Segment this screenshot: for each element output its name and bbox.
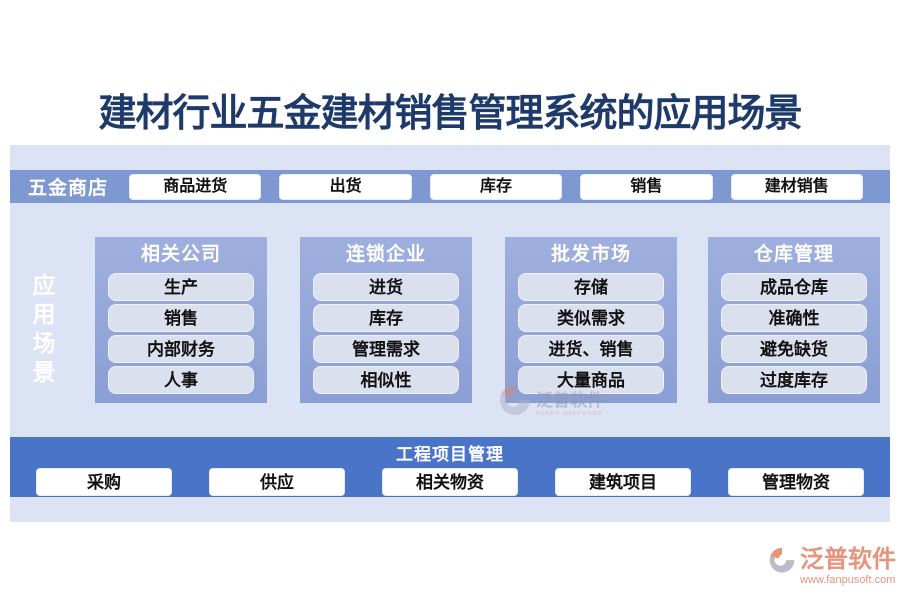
fanpu-logo-url: www.fanpusoft.com — [800, 574, 896, 586]
page-title: 建材行业五金建材销售管理系统的应用场景 — [98, 93, 802, 135]
item-similar-demand[interactable]: 类似需求 — [518, 304, 664, 332]
fanpu-logo-name: 泛普软件 — [800, 547, 896, 573]
column-chain-enterprise: 连锁企业 进货 库存 管理需求 相似性 — [300, 237, 472, 403]
column-header: 批发市场 — [550, 244, 631, 265]
item-management-demand[interactable]: 管理需求 — [313, 335, 459, 363]
item-excess-inventory[interactable]: 过度库存 — [721, 366, 867, 394]
item-avoid-stockout[interactable]: 避免缺货 — [721, 335, 867, 363]
store-button-shipment[interactable]: 出货 — [279, 173, 412, 200]
column-header: 仓库管理 — [753, 244, 834, 265]
item-similarity[interactable]: 相似性 — [313, 366, 459, 394]
column-related-company: 相关公司 生产 销售 内部财务 人事 — [95, 237, 267, 403]
hardware-store-band: 五金商店 商品进货 出货 库存 销售 建材销售 — [10, 170, 890, 203]
item-hr[interactable]: 人事 — [108, 366, 254, 394]
application-scenario-side-label: 应用场景 — [29, 273, 54, 389]
column-header: 相关公司 — [140, 244, 221, 265]
item-accuracy[interactable]: 准确性 — [721, 304, 867, 332]
item-bulk-goods[interactable]: 大量商品 — [518, 366, 664, 394]
store-button-sales[interactable]: 销售 — [580, 173, 713, 200]
store-button-inventory[interactable]: 库存 — [429, 173, 563, 200]
item-sales[interactable]: 销售 — [108, 304, 254, 332]
column-header: 连锁企业 — [345, 244, 426, 265]
project-button-related-materials[interactable]: 相关物资 — [382, 468, 518, 496]
store-button-material-sales[interactable]: 建材销售 — [730, 173, 863, 200]
project-management-band: 工程项目管理 采购 供应 相关物资 建筑项目 管理物资 — [10, 437, 890, 497]
hardware-store-label: 五金商店 — [28, 178, 109, 199]
project-button-row: 采购 供应 相关物资 建筑项目 管理物资 — [10, 465, 890, 496]
item-purchase[interactable]: 进货 — [313, 273, 459, 301]
fanpu-logo: 泛普软件 www.fanpusoft.com — [768, 546, 896, 586]
project-button-supply[interactable]: 供应 — [209, 468, 345, 496]
item-finished-warehouse[interactable]: 成品仓库 — [721, 273, 867, 301]
project-management-header: 工程项目管理 — [396, 445, 504, 464]
project-button-material-management[interactable]: 管理物资 — [728, 468, 864, 496]
item-storage[interactable]: 存储 — [518, 273, 664, 301]
item-purchase-sales[interactable]: 进货、销售 — [518, 335, 664, 363]
project-button-procurement[interactable]: 采购 — [36, 468, 172, 496]
store-button-goods-purchase[interactable]: 商品进货 — [129, 173, 262, 200]
fanpu-logo-icon — [769, 547, 795, 573]
project-button-construction-project[interactable]: 建筑项目 — [555, 468, 691, 496]
item-internal-finance[interactable]: 内部财务 — [108, 335, 254, 363]
column-wholesale-market: 批发市场 存储 类似需求 进货、销售 大量商品 — [505, 237, 677, 403]
item-inventory[interactable]: 库存 — [313, 304, 459, 332]
main-panel: 五金商店 商品进货 出货 库存 销售 建材销售 应用场景 相关公司 生产 销售 … — [10, 145, 890, 522]
column-warehouse-management: 仓库管理 成品仓库 准确性 避免缺货 过度库存 — [708, 237, 880, 403]
item-production[interactable]: 生产 — [108, 273, 254, 301]
